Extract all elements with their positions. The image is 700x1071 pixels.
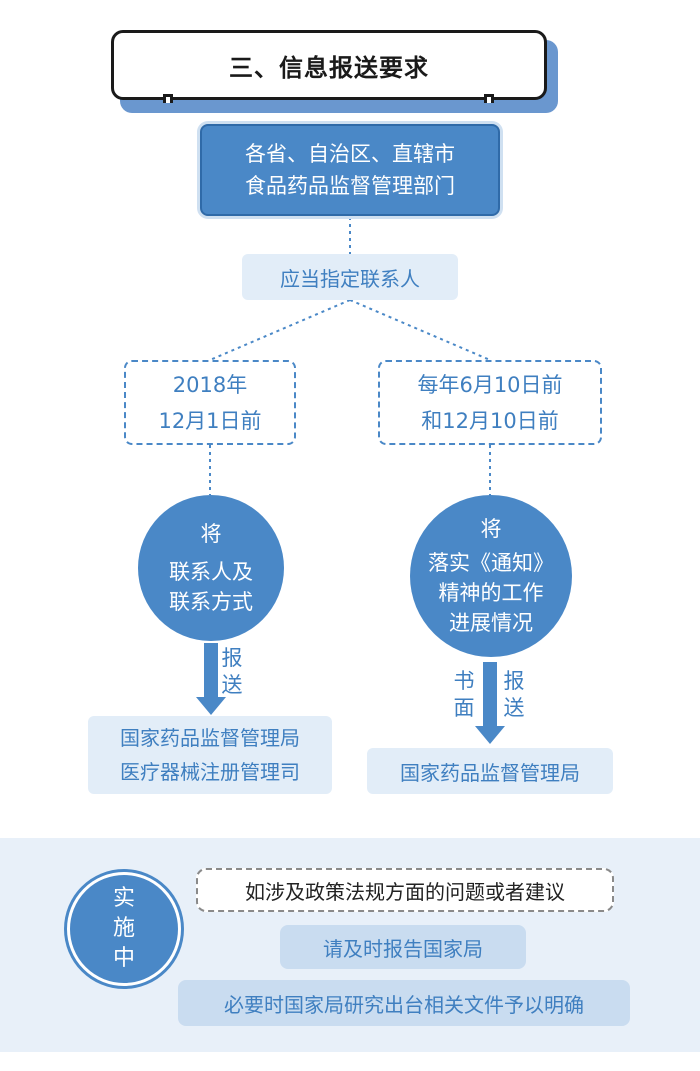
right-arrow-label-right-char1: 报 bbox=[503, 669, 525, 693]
right-deadline-line1: 每年6月10日前 bbox=[417, 372, 563, 397]
clarification-note-text: 必要时国家局研究出台相关文件予以明确 bbox=[224, 992, 584, 1017]
left-arrow-shaft bbox=[204, 643, 218, 699]
left-arrow-label: 报 送 bbox=[220, 645, 244, 699]
right-action-circle: 将 落实《通知》 精神的工作 进展情况 bbox=[410, 495, 572, 657]
right-arrow-label-right-char2: 送 bbox=[503, 696, 525, 720]
right-destination-box: 国家药品监督管理局 bbox=[367, 748, 613, 794]
connector-contact-to-right bbox=[349, 299, 491, 361]
left-arrow-label-char1: 报 bbox=[221, 646, 243, 670]
right-deadline-box: 每年6月10日前 和12月10日前 bbox=[378, 360, 602, 445]
right-arrow-label-left-char2: 面 bbox=[453, 696, 475, 720]
contact-box: 应当指定联系人 bbox=[242, 254, 458, 300]
policy-issue-note: 如涉及政策法规方面的问题或者建议 bbox=[196, 868, 614, 912]
banner-notch-left bbox=[163, 94, 173, 103]
page-title: 三、信息报送要求 bbox=[229, 53, 429, 82]
left-destination-line2: 医疗器械注册管理司 bbox=[120, 760, 300, 784]
right-arrow-label-left: 书 面 bbox=[452, 668, 476, 722]
implementation-char3: 中 bbox=[112, 946, 135, 971]
left-deadline-box: 2018年 12月1日前 bbox=[124, 360, 296, 445]
banner-notch-right bbox=[484, 94, 494, 103]
right-deadline-line2: 和12月10日前 bbox=[421, 408, 559, 433]
left-circle-line1: 将 bbox=[200, 522, 222, 546]
left-action-circle: 将 联系人及 联系方式 bbox=[138, 495, 284, 641]
policy-issue-text: 如涉及政策法规方面的问题或者建议 bbox=[245, 879, 565, 904]
right-destination-text: 国家药品监督管理局 bbox=[400, 760, 580, 785]
right-circle-line2: 落实《通知》 bbox=[428, 551, 554, 575]
report-note: 请及时报告国家局 bbox=[280, 925, 526, 969]
right-arrow-shaft bbox=[483, 662, 497, 728]
left-deadline-line2: 12月1日前 bbox=[158, 408, 262, 433]
left-destination-box: 国家药品监督管理局 医疗器械注册管理司 bbox=[88, 716, 332, 794]
title-banner: 三、信息报送要求 bbox=[111, 30, 547, 100]
left-destination-line1: 国家药品监督管理局 bbox=[120, 726, 300, 750]
provincial-departments-box: 各省、自治区、直辖市 食品药品监督管理部门 bbox=[200, 124, 500, 216]
contact-text: 应当指定联系人 bbox=[280, 266, 420, 291]
left-circle-line3: 联系方式 bbox=[169, 590, 253, 614]
top-box-line1: 各省、自治区、直辖市 bbox=[245, 142, 455, 166]
clarification-note: 必要时国家局研究出台相关文件予以明确 bbox=[178, 980, 630, 1026]
left-arrow-label-char2: 送 bbox=[221, 673, 243, 697]
right-arrow-label-left-char1: 书 bbox=[453, 669, 475, 693]
right-circle-line1: 将 bbox=[480, 517, 502, 541]
implementation-circle: 实 施 中 bbox=[67, 872, 181, 986]
right-circle-line3: 精神的工作 bbox=[438, 581, 544, 605]
left-circle-line2: 联系人及 bbox=[169, 560, 253, 584]
report-note-text: 请及时报告国家局 bbox=[323, 936, 483, 961]
right-arrow-label-right: 报 送 bbox=[502, 668, 526, 722]
right-circle-line4: 进展情况 bbox=[449, 611, 533, 635]
left-arrow-head bbox=[196, 697, 226, 715]
implementation-char2: 施 bbox=[112, 916, 135, 941]
implementation-char1: 实 bbox=[112, 886, 135, 911]
right-arrow-head bbox=[475, 726, 505, 744]
top-box-line2: 食品药品监督管理部门 bbox=[245, 174, 455, 198]
left-deadline-line1: 2018年 bbox=[172, 372, 248, 397]
connector-contact-to-left bbox=[209, 299, 351, 361]
